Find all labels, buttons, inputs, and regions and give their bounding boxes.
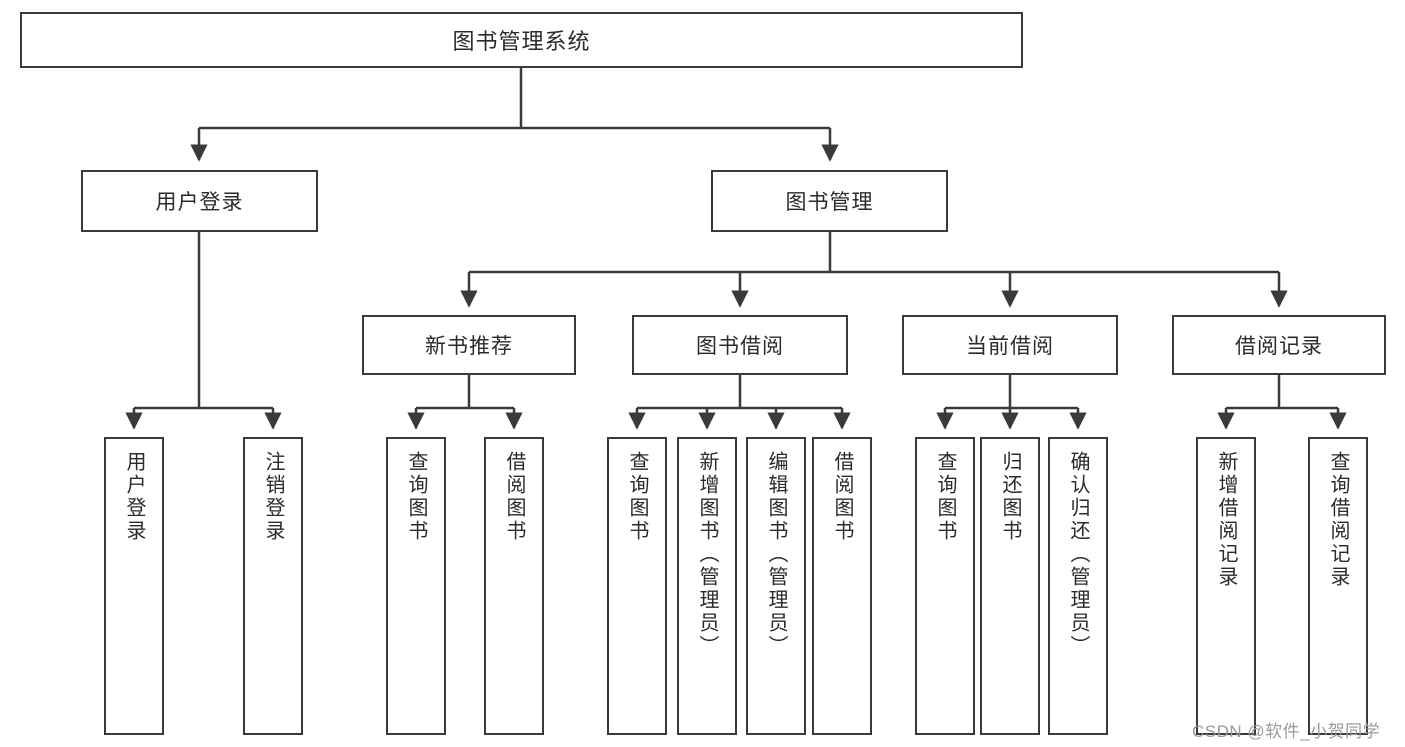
node-label: 借阅图书: [503, 451, 525, 543]
node-label: 新增借阅记录: [1215, 451, 1237, 589]
node-leaf-query-book-rec[interactable]: 查询图书: [386, 437, 446, 735]
node-user-login[interactable]: 用户登录: [81, 170, 318, 232]
node-borrow-record[interactable]: 借阅记录: [1172, 315, 1386, 375]
node-label: 查询图书: [626, 451, 648, 543]
node-label: 借阅记录: [1235, 335, 1323, 358]
node-label: 当前借阅: [966, 335, 1054, 358]
node-leaf-borrow-book-rec[interactable]: 借阅图书: [484, 437, 544, 735]
node-label: 查询图书: [405, 451, 427, 543]
node-leaf-query-book-borrow[interactable]: 查询图书: [607, 437, 667, 735]
node-book-management[interactable]: 图书管理: [711, 170, 948, 232]
node-label: 注销登录: [262, 451, 284, 543]
node-leaf-confirm-return-admin[interactable]: 确认归还（管理员）: [1048, 437, 1108, 735]
node-book-borrow[interactable]: 图书借阅: [632, 315, 848, 375]
node-leaf-return-book[interactable]: 归还图书: [980, 437, 1040, 735]
node-label: 借阅图书: [831, 451, 853, 543]
node-label: 查询图书: [934, 451, 956, 543]
node-leaf-logout-login[interactable]: 注销登录: [243, 437, 303, 735]
node-label: 图书借阅: [696, 335, 784, 358]
node-label: 图书管理系统: [452, 29, 591, 54]
node-current-borrow[interactable]: 当前借阅: [902, 315, 1118, 375]
node-label: 用户登录: [123, 451, 145, 543]
node-leaf-add-borrow-record[interactable]: 新增借阅记录: [1196, 437, 1256, 735]
csdn-watermark: CSDN @软件_小贺同学: [1192, 722, 1381, 741]
node-label: 确认归还（管理员）: [1067, 451, 1089, 658]
node-label: 图书管理: [785, 191, 874, 214]
node-new-book-recommend[interactable]: 新书推荐: [362, 315, 576, 375]
node-label: 用户登录: [155, 191, 244, 214]
node-leaf-add-book-admin[interactable]: 新增图书（管理员）: [677, 437, 737, 735]
node-label: 新增图书（管理员）: [696, 451, 718, 658]
node-leaf-user-login[interactable]: 用户登录: [104, 437, 164, 735]
node-label: 编辑图书（管理员）: [765, 451, 787, 658]
node-leaf-query-borrow-record[interactable]: 查询借阅记录: [1308, 437, 1368, 735]
node-label: 新书推荐: [425, 335, 513, 358]
node-leaf-borrow-book[interactable]: 借阅图书: [812, 437, 872, 735]
node-leaf-query-book-current[interactable]: 查询图书: [915, 437, 975, 735]
node-label: 归还图书: [999, 451, 1021, 543]
node-leaf-edit-book-admin[interactable]: 编辑图书（管理员）: [746, 437, 806, 735]
node-label: 查询借阅记录: [1327, 451, 1349, 589]
node-root-system[interactable]: 图书管理系统: [20, 12, 1023, 68]
